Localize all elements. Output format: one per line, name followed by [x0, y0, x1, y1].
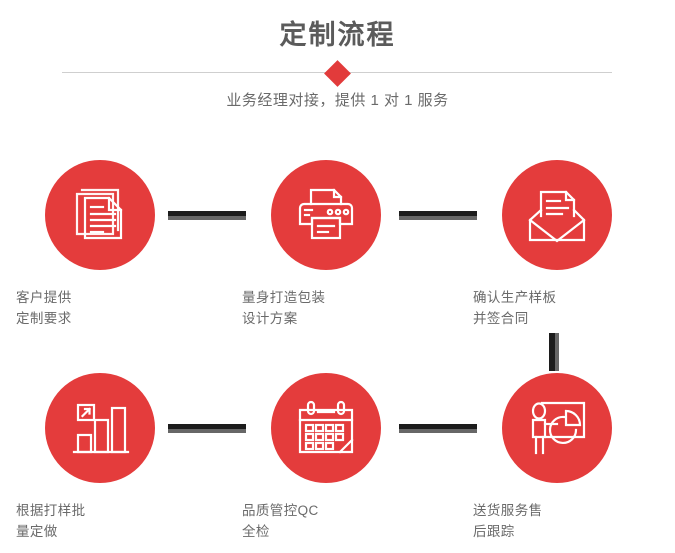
- flow-row: 客户提供 定制要求: [0, 150, 675, 340]
- connector-bar-bottom: [168, 216, 246, 220]
- page-subtitle: 业务经理对接，提供 1 对 1 服务: [226, 92, 449, 109]
- connector-bar-bottom: [168, 429, 246, 433]
- bar-chart-growth-icon: [45, 373, 155, 483]
- flow-step-label: 量身打造包装 设计方案: [242, 290, 326, 326]
- connector-bar-top: [168, 424, 246, 429]
- connector-bar-right: [555, 333, 559, 371]
- arrow-bar-icon: [399, 211, 477, 220]
- connector-bar-bottom: [399, 429, 477, 433]
- connector-bar-top: [168, 211, 246, 216]
- vertical-bar-icon: [549, 333, 559, 371]
- arrow-bar-icon: [168, 424, 246, 433]
- flow-step-label: 送货服务售 后跟踪: [473, 503, 543, 539]
- flow-step-label: 确认生产样板 并签合同: [473, 290, 557, 326]
- flow-step-label: 品质管控QC 全检: [242, 503, 319, 539]
- arrow-bar-icon: [399, 424, 477, 433]
- flow-step-label: 根据打样批 量定做: [16, 503, 86, 539]
- flow-step-label: 客户提供 定制要求: [16, 290, 72, 326]
- connector-bar-top: [399, 211, 477, 216]
- flow-step[interactable]: 确认生产样板 并签合同: [457, 150, 657, 329]
- process-flow: 客户提供 定制要求: [0, 150, 675, 550]
- flow-step[interactable]: 客户提供 定制要求: [0, 150, 200, 329]
- flow-row: 根据打样批 量定做: [0, 363, 675, 553]
- flow-step[interactable]: 品质管控QC 全检: [226, 363, 426, 542]
- flow-step[interactable]: 送货服务售 后跟踪: [457, 363, 657, 542]
- flow-step[interactable]: 根据打样批 量定做: [0, 363, 200, 542]
- title-divider: [62, 59, 612, 87]
- diamond-icon: [323, 59, 351, 87]
- connector-bar-top: [399, 424, 477, 429]
- connector-bar-bottom: [399, 216, 477, 220]
- envelope-document-icon: [502, 160, 612, 270]
- arrow-bar-icon: [168, 211, 246, 220]
- connector-bar-left: [549, 333, 555, 371]
- presentation-person-icon: [502, 373, 612, 483]
- printer-icon: [271, 160, 381, 270]
- flow-step[interactable]: 量身打造包装 设计方案: [226, 150, 426, 329]
- documents-icon: [45, 160, 155, 270]
- page-title: 定制流程: [279, 20, 396, 50]
- calendar-icon: [271, 373, 381, 483]
